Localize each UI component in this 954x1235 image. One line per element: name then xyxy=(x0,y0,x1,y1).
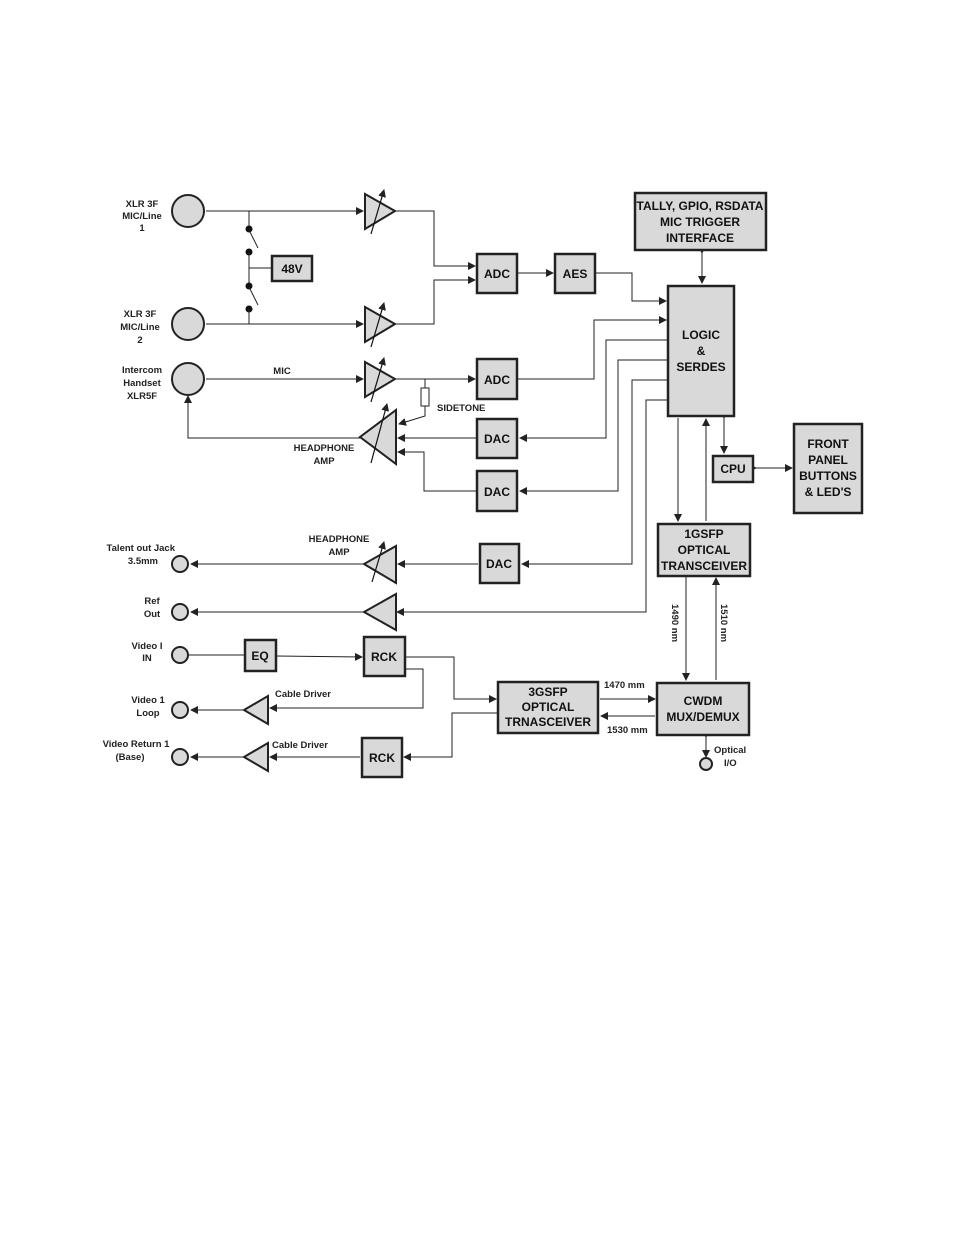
video-return-label-line-1: Video Return 1 xyxy=(103,739,171,750)
sfp-1g-line-3: TRANSCEIVER xyxy=(661,559,747,573)
dac-block-3: DAC xyxy=(478,542,521,585)
mic-label: MIC xyxy=(273,366,291,377)
front-panel-line-2: PANEL xyxy=(808,453,848,467)
sfp-3g-line-2: OPTICAL xyxy=(522,700,575,714)
video-in-label-line-2: IN xyxy=(142,653,152,664)
video-in-label-line-1: Video I xyxy=(132,641,163,652)
sfp-3g-line-1: 3GSFP xyxy=(528,685,567,699)
eq-block: EQ xyxy=(243,638,278,673)
xlr2-label-line-1: XLR 3F xyxy=(124,309,157,320)
tally-gpio-block: TALLY, GPIO, RSDATA MIC TRIGGER INTERFAC… xyxy=(633,191,768,252)
cable-driver-loop xyxy=(242,694,269,726)
intercom-label-line-3: XLR5F xyxy=(127,391,157,402)
headphone-amp-talent xyxy=(362,541,397,585)
adc-block-2: ADC xyxy=(475,357,519,401)
sidetone-label: SIDETONE xyxy=(437,403,485,414)
sfp-3g-line-3: TRNASCEIVER xyxy=(505,715,591,729)
front-panel-line-1: FRONT xyxy=(807,437,849,451)
ref-out-buffer-amp xyxy=(361,592,397,632)
adc-block-1: ADC xyxy=(475,252,519,295)
dac-2-label: DAC xyxy=(484,485,510,499)
adc-2-label: ADC xyxy=(484,373,510,387)
headphone-amp-2-line-1: HEADPHONE xyxy=(309,534,370,545)
cable-driver-return xyxy=(242,741,269,773)
front-panel-block: FRONT PANEL BUTTONS & LED'S xyxy=(792,422,864,515)
wavelength-1470-label: 1470 mm xyxy=(604,680,645,691)
xlr1-label-line-3: 1 xyxy=(139,223,145,234)
video-loop-label-line-1: Video 1 xyxy=(131,695,165,706)
optical-io-jack xyxy=(699,757,713,771)
aes-block: AES xyxy=(553,252,597,295)
mic-amp-2 xyxy=(364,302,397,348)
dac-3-label: DAC xyxy=(486,557,512,571)
talent-out-label-line-1: Talent out Jack xyxy=(107,543,176,554)
xlr1-label-line-2: MIC/Line xyxy=(122,211,162,222)
front-panel-line-4: & LED'S xyxy=(805,485,852,499)
sfp-1g-line-2: OPTICAL xyxy=(678,543,731,557)
sfp-1g-line-1: 1GSFP xyxy=(684,527,723,541)
sfp-3g-transceiver-block: 3GSFP OPTICAL TRNASCEIVER xyxy=(496,680,600,735)
rck-block-2: RCK xyxy=(360,736,404,779)
rck-2-label: RCK xyxy=(369,751,395,765)
cable-driver-1-label: Cable Driver xyxy=(275,689,331,700)
adc-1-label: ADC xyxy=(484,267,510,281)
cwdm-line-1: CWDM xyxy=(684,694,723,708)
xlr2-label-line-3: 2 xyxy=(137,335,142,346)
headphone-amp-1-line-1: HEADPHONE xyxy=(294,443,355,454)
mic-amp-1 xyxy=(364,189,397,235)
cpu-label: CPU xyxy=(720,462,745,476)
video-in-jack xyxy=(171,646,189,664)
dac-block-1: DAC xyxy=(475,417,519,460)
cpu-block: CPU xyxy=(711,454,755,484)
xlr-mic-line-2-connector xyxy=(171,307,205,341)
ref-out-label-line-2: Out xyxy=(144,609,161,620)
tally-line-3: INTERFACE xyxy=(666,231,734,245)
video-return-jack xyxy=(171,748,189,766)
logic-line-1: LOGIC xyxy=(682,328,720,342)
cwdm-line-2: MUX/DEMUX xyxy=(666,710,739,724)
tally-line-2: MIC TRIGGER xyxy=(660,215,740,229)
talent-out-label-line-2: 3.5mm xyxy=(128,556,158,567)
dac-block-2: DAC xyxy=(475,469,519,513)
eq-label: EQ xyxy=(251,649,268,663)
front-panel-line-3: BUTTONS xyxy=(799,469,857,483)
headphone-amp-1-line-2: AMP xyxy=(313,456,335,467)
xlr2-label-line-2: MIC/Line xyxy=(120,322,160,333)
dac-1-label: DAC xyxy=(484,432,510,446)
rck-block-1: RCK xyxy=(362,635,407,678)
intercom-mic-amp xyxy=(364,357,397,403)
wavelength-1510-label: 1510 nm xyxy=(718,604,729,642)
xlr-mic-line-1-connector xyxy=(171,194,205,228)
phantom-48v-block: 48V xyxy=(270,254,314,283)
sfp-1g-transceiver-block: 1GSFP OPTICAL TRANSCEIVER xyxy=(656,522,752,578)
optical-io-label-line-1: Optical xyxy=(714,745,746,756)
phantom-48v-label: 48V xyxy=(281,262,302,276)
video-loop-jack xyxy=(171,701,189,719)
tally-line-1: TALLY, GPIO, RSDATA xyxy=(637,199,764,213)
intercom-label-line-1: Intercom xyxy=(122,365,162,376)
xlr1-label-line-1: XLR 3F xyxy=(126,199,159,210)
video-loop-label-line-2: Loop xyxy=(136,708,159,719)
headphone-amp-2-line-2: AMP xyxy=(328,547,350,558)
optical-io-label-line-2: I/O xyxy=(724,758,737,769)
ref-out-jack xyxy=(171,603,189,621)
logic-line-3: SERDES xyxy=(676,360,725,374)
cwdm-mux-demux-block: CWDM MUX/DEMUX xyxy=(655,681,751,737)
video-return-label-line-2: (Base) xyxy=(115,752,144,763)
ref-out-label-line-1: Ref xyxy=(144,596,160,607)
intercom-label-line-2: Handset xyxy=(123,378,161,389)
wavelength-1530-label: 1530 mm xyxy=(607,725,648,736)
talent-out-jack xyxy=(171,555,189,573)
rck-1-label: RCK xyxy=(371,650,397,664)
logic-line-2: & xyxy=(697,344,706,358)
logic-serdes-block: LOGIC & SERDES xyxy=(666,284,736,418)
wavelength-1490-label: 1490 nm xyxy=(669,604,680,642)
headphone-amp-intercom xyxy=(358,403,397,466)
connection-wires xyxy=(184,207,793,761)
intercom-handset-connector xyxy=(171,362,205,396)
aes-label: AES xyxy=(563,267,588,281)
cable-driver-2-label: Cable Driver xyxy=(272,740,328,751)
